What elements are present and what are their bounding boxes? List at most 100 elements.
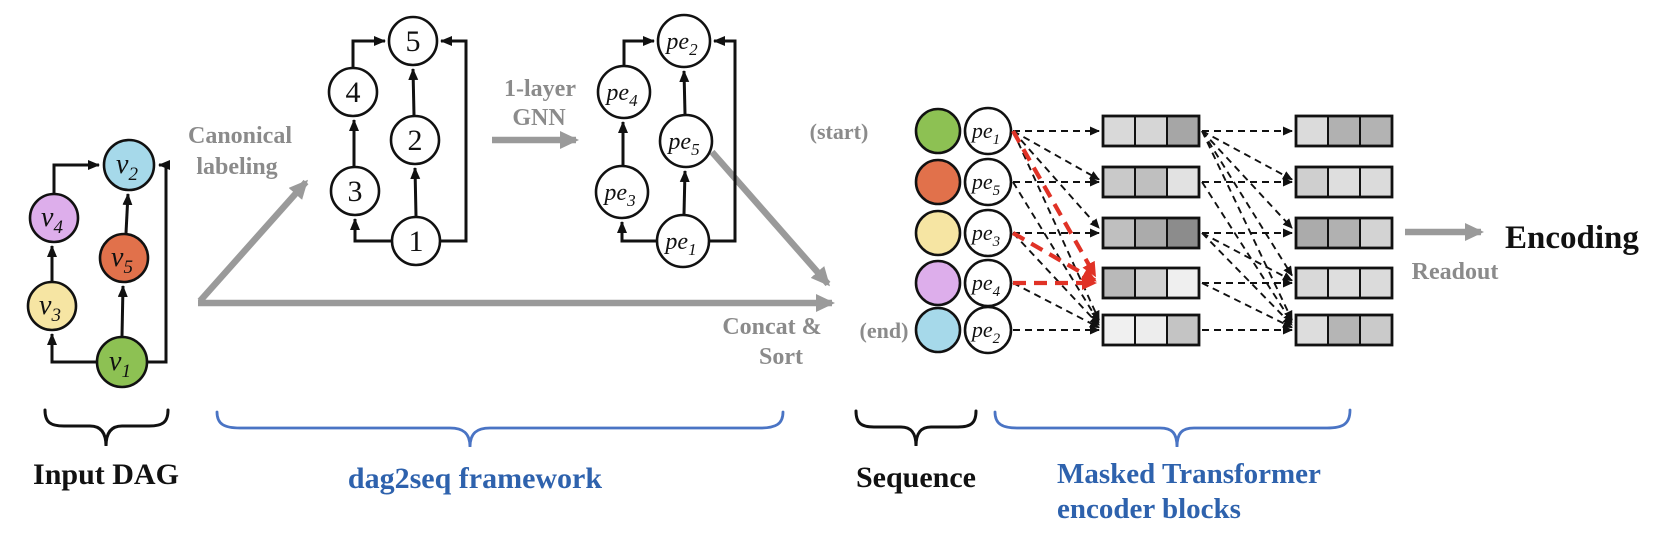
encoder-block-frame	[1294, 313, 1394, 347]
encoder-cell	[1102, 166, 1136, 198]
gnn-label-line2: GNN	[512, 105, 566, 131]
attention-arrow	[1012, 130, 1100, 229]
seq-token-pe4-label: pe4	[970, 270, 1001, 300]
sequence-brace	[854, 409, 978, 447]
encoder-block-frame	[1101, 266, 1201, 300]
encoder-cell	[1295, 115, 1329, 147]
attention-arrow	[1201, 232, 1293, 282]
sequence-column: pe1 pe5 pe3 pe4 pe2	[914, 106, 1013, 355]
attention-arrow	[1012, 130, 1100, 181]
concat-sort-label-line2: Sort	[759, 344, 803, 370]
pe-node-pe3	[594, 164, 650, 220]
canon-node-3	[329, 165, 381, 217]
seq-color-dot-3	[914, 209, 962, 257]
transformer-caption-line1: Masked Transformer	[1057, 458, 1321, 490]
input-dag-caption: Input DAG	[33, 458, 179, 491]
encoder-cell	[1166, 217, 1200, 249]
encoder-cell	[1327, 166, 1361, 198]
seq-token-pe3-label: pe3	[970, 220, 1000, 250]
encoder-block-frame	[1101, 165, 1201, 199]
input-dag-brace	[43, 408, 170, 447]
dag-node-v5	[98, 232, 150, 284]
attention-arrow	[1011, 129, 1097, 278]
encoder-cell	[1134, 267, 1168, 299]
canon-node-4	[327, 66, 379, 118]
edge-pe1-pe5	[679, 170, 690, 215]
encoder-cell	[1327, 115, 1361, 147]
edge-v1-v5	[117, 285, 128, 337]
encoder-cell	[1327, 267, 1361, 299]
pe-to-sequence-arrow	[709, 149, 831, 287]
edge-v1-v3	[47, 333, 96, 364]
encoder-cell	[1327, 314, 1361, 346]
encoder-cell	[1134, 115, 1168, 147]
encoder-block-frame	[1294, 114, 1394, 148]
pe-node-pe2-label: pe2	[664, 29, 698, 59]
pe-node-pe4	[596, 64, 652, 120]
canonical-graph: 5 4 2 3 1	[327, 15, 468, 267]
seq-color-dot-2	[914, 158, 962, 206]
canon-node-5-label: 5	[406, 25, 421, 58]
captions: Input DAG dag2seq framework Sequence Mas…	[33, 408, 1352, 525]
attention-arrows-red	[1011, 129, 1097, 290]
encoder-layer1-blocks	[1101, 114, 1201, 347]
encoder-cell	[1327, 217, 1361, 249]
canon-node-1-label: 1	[409, 225, 424, 258]
encoder-cell	[1359, 267, 1393, 299]
seq-token-pe1-label: pe1	[970, 118, 1000, 148]
encoder-cell	[1359, 217, 1393, 249]
edge-pe1-pe2	[710, 36, 737, 243]
encoder-cell	[1295, 217, 1329, 249]
encoder-block-frame	[1101, 114, 1201, 148]
pe-node-pe5-label: pe5	[666, 129, 699, 159]
pe-node-pe1-label: pe1	[663, 229, 696, 259]
encoder-cell	[1166, 166, 1200, 198]
encoder-cell	[1295, 314, 1329, 346]
pe-node-pe5	[658, 113, 714, 169]
seq-token-pe2-label: pe2	[970, 317, 1001, 347]
seq-color-dot-1	[914, 107, 962, 155]
attention-arrow	[1201, 130, 1293, 321]
canon-node-4-label: 4	[346, 76, 361, 109]
pe-node-pe1	[655, 213, 711, 269]
transformer-brace	[993, 408, 1352, 448]
process-arrows	[197, 131, 1484, 312]
dag-node-v5-label: v5	[111, 242, 133, 278]
input-dag-graph: v2 v4 v5 v3 v1	[26, 138, 170, 389]
encoder-cell	[1102, 267, 1136, 299]
dag2seq-brace	[215, 410, 785, 448]
edge-pe1-pe3	[617, 221, 656, 243]
encoder-cell	[1134, 217, 1168, 249]
encoder-cell	[1359, 314, 1393, 346]
attention-arrow	[1201, 181, 1293, 324]
dag-node-v1	[95, 335, 149, 389]
dag-node-v1-label: v1	[109, 346, 131, 382]
encoder-cell	[1134, 314, 1168, 346]
pe-node-pe3-label: pe3	[602, 180, 635, 210]
attention-arrow	[1012, 282, 1100, 329]
dag-node-v4	[28, 192, 80, 244]
pe-node-pe4-label: pe4	[604, 80, 638, 110]
canon-node-1	[390, 215, 442, 267]
attention-arrow	[1201, 130, 1293, 181]
encoder-cell	[1295, 267, 1329, 299]
seq-token-pe5-label: pe5	[970, 169, 1001, 199]
encoder-block-frame	[1294, 165, 1394, 199]
start-tag: (start)	[810, 119, 869, 144]
edge-4-5	[351, 36, 386, 67]
dag-node-v2-label: v2	[116, 149, 138, 185]
attention-arrow	[1201, 130, 1293, 229]
pe-graph: pe2 pe4 pe5 pe3 pe1	[594, 13, 737, 269]
canonical-labeling-arrow	[197, 179, 309, 304]
encoder-cell	[1166, 267, 1200, 299]
pe-node-pe2	[656, 13, 712, 69]
encoder-block-frame	[1294, 216, 1394, 250]
dag-node-v3	[26, 280, 78, 332]
readout-label: Readout	[1412, 259, 1499, 285]
gray-annotations: Canonical labeling 1-layer GNN Concat & …	[188, 76, 1498, 370]
dag-node-v4-label: v4	[41, 202, 63, 238]
end-tag: (end)	[860, 318, 909, 343]
encoder-cell	[1166, 314, 1200, 346]
